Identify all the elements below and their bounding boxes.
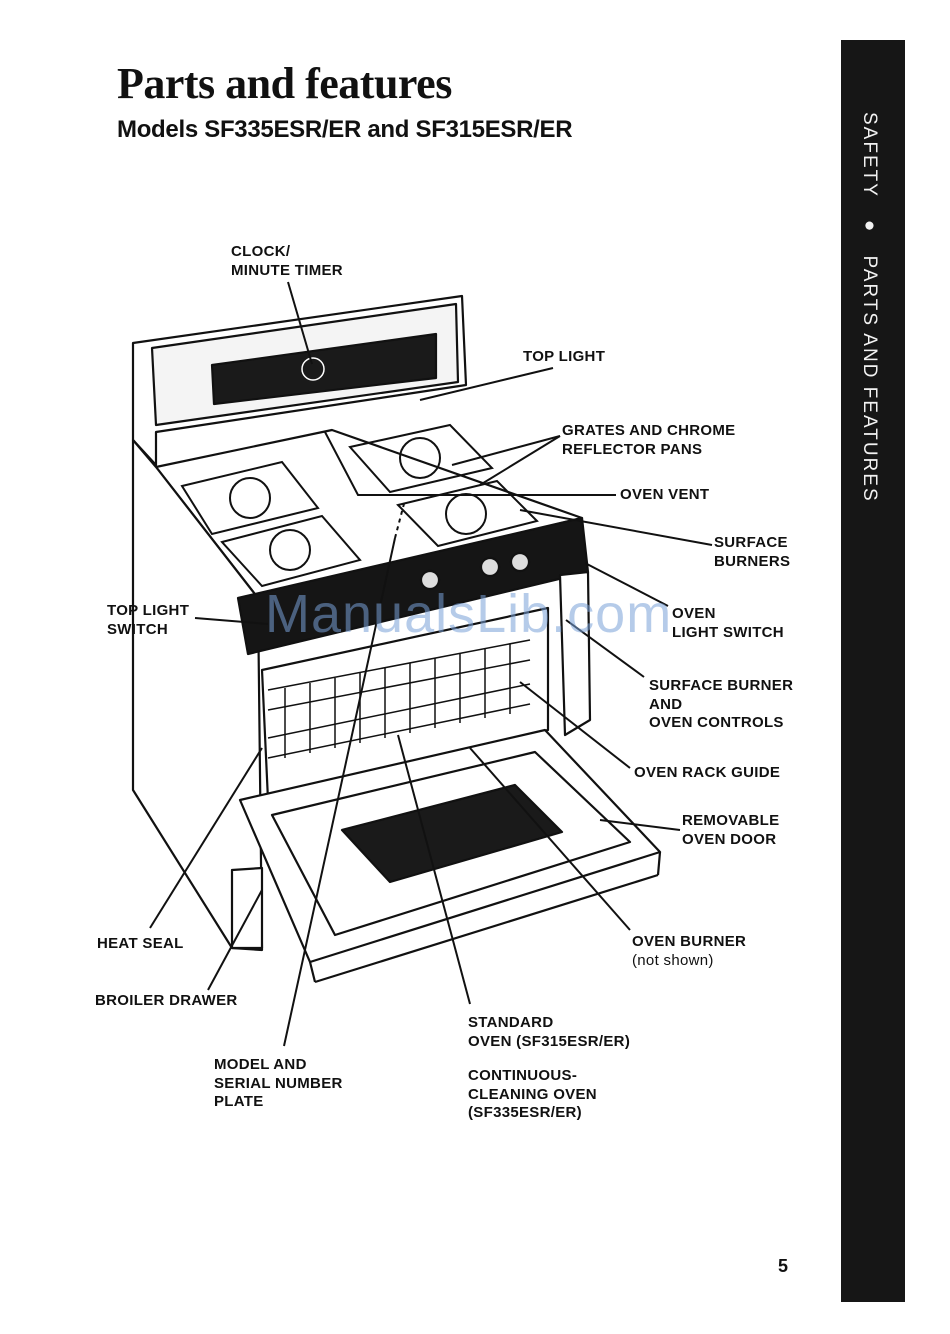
broiler-drawer bbox=[230, 866, 264, 950]
label-top-light: TOP LIGHT bbox=[523, 348, 606, 365]
section-tab-bullet: ● bbox=[859, 215, 880, 239]
clock-dial bbox=[301, 357, 325, 381]
leader-grates-2 bbox=[479, 435, 561, 486]
oven-window bbox=[340, 783, 564, 884]
leader-rack-guide bbox=[519, 681, 631, 769]
label-heat-seal: HEAT SEAL bbox=[97, 935, 184, 952]
leader-surface-burners bbox=[519, 509, 713, 546]
leader-top-light bbox=[419, 367, 554, 401]
label-continuous-cleaning-oven: CONTINUOUS-CLEANING OVEN(SF335ESR/ER) bbox=[468, 1067, 597, 1121]
label-oven-vent: OVEN VENT bbox=[620, 486, 710, 503]
range-front-post bbox=[558, 570, 592, 737]
leader-oven-vent bbox=[324, 431, 616, 496]
range-side bbox=[131, 438, 264, 952]
label-broiler-drawer: BROILER DRAWER bbox=[95, 992, 238, 1009]
section-tab-safety: SAFETY bbox=[859, 112, 880, 198]
leader-model-plate bbox=[283, 537, 396, 1047]
leader-standard-oven bbox=[397, 734, 471, 1005]
leader-broiler bbox=[207, 889, 263, 991]
section-tab-label: SAFETY ● PARTS AND FEATURES bbox=[858, 112, 880, 503]
leader-oven-door bbox=[599, 819, 681, 831]
watermark: ManualsLib.com bbox=[265, 584, 673, 644]
leader-top-light-switch bbox=[194, 617, 269, 625]
page-title: Parts and features bbox=[117, 59, 452, 108]
leader-grates-1 bbox=[451, 435, 561, 466]
label-oven-burner: OVEN BURNER(not shown) bbox=[632, 933, 747, 969]
leader-oven-burner bbox=[469, 747, 631, 931]
leader-heat-seal bbox=[149, 747, 263, 929]
leader-oven-light-switch bbox=[584, 562, 669, 607]
section-tab-parts: PARTS AND FEATURES bbox=[859, 255, 880, 503]
oven-cavity bbox=[260, 606, 550, 802]
page-number: 5 bbox=[778, 1256, 789, 1276]
label-clock-minute-timer: CLOCK/MINUTE TIMER bbox=[231, 243, 343, 279]
leader-controls bbox=[565, 619, 645, 678]
section-tab bbox=[841, 40, 905, 1302]
label-oven-rack-guide: OVEN RACK GUIDE bbox=[634, 764, 781, 781]
leader-clock bbox=[287, 281, 313, 365]
page-subtitle: Models SF335ESR/ER and SF315ESR/ER bbox=[117, 116, 573, 143]
